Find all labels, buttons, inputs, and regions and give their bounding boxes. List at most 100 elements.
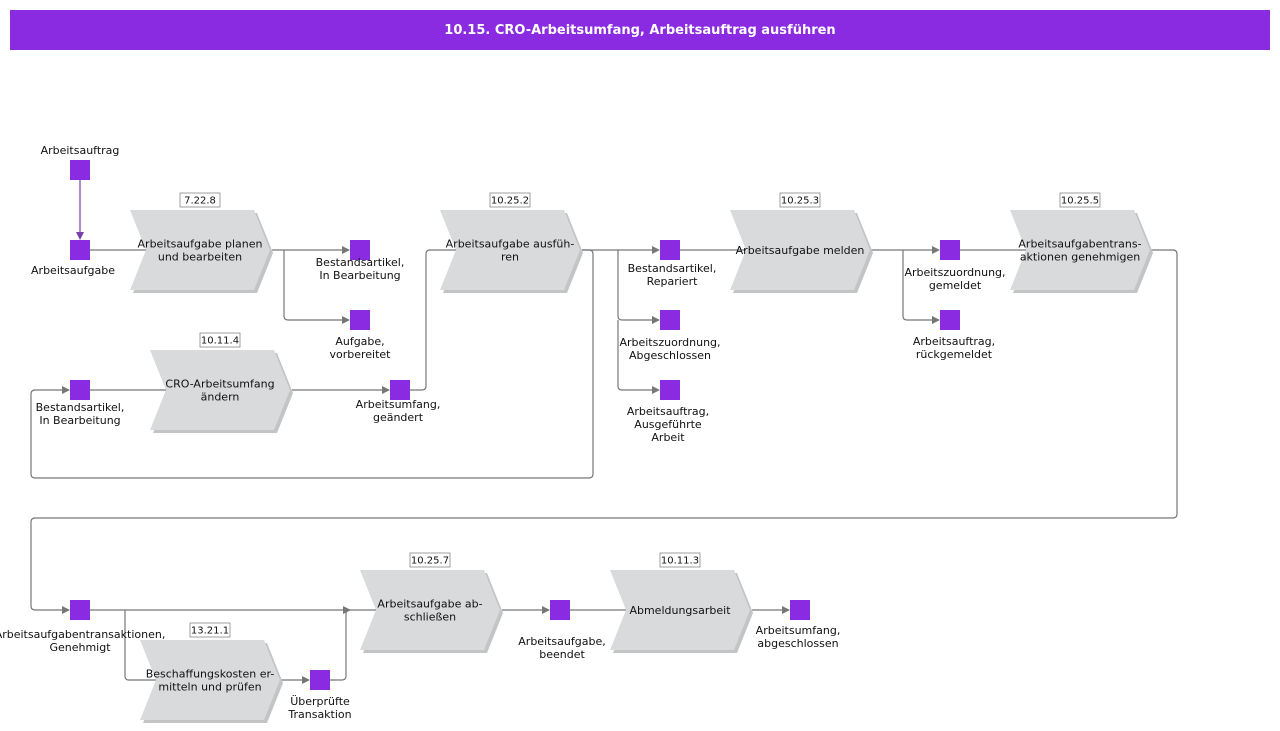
process-label: Arbeitsaufgabe planen bbox=[138, 238, 263, 251]
event-square bbox=[390, 380, 410, 400]
event-square bbox=[70, 380, 90, 400]
process-ref: 10.11.4 bbox=[201, 336, 239, 347]
event-square bbox=[660, 380, 680, 400]
diagram-title: 10.15. CRO-Arbeitsumfang, Arbeitsauftrag… bbox=[10, 10, 1270, 50]
event-label: Bestandsartikel, bbox=[316, 256, 405, 269]
event-label: Arbeitsaufgabe bbox=[31, 264, 115, 277]
process-label: CRO-Arbeitsumfang bbox=[165, 378, 274, 391]
event-square bbox=[70, 240, 90, 260]
process-10-25-7[interactable]: Arbeitsaufgabe ab-schließen 10.25.7 bbox=[360, 552, 503, 653]
event-label: vorbereitet bbox=[329, 348, 391, 361]
event-square bbox=[350, 310, 370, 330]
flow-connector bbox=[124, 610, 165, 684]
process-label: mitteln und prüfen bbox=[158, 681, 261, 694]
event-label: Arbeit bbox=[651, 431, 685, 444]
event-label: geändert bbox=[373, 411, 424, 424]
event-e6[interactable]: Bestandsartikel,Repariert bbox=[628, 240, 717, 288]
process-label: Arbeitsaufgabentrans- bbox=[1018, 238, 1141, 251]
event-label: Transaktion bbox=[287, 708, 351, 721]
event-label: Genehmigt bbox=[49, 641, 111, 654]
event-label: Repariert bbox=[647, 275, 699, 288]
process-shape bbox=[1010, 210, 1150, 290]
event-square bbox=[790, 600, 810, 620]
process-ref-tag bbox=[779, 192, 821, 208]
event-square bbox=[310, 670, 330, 690]
process-ref-tag bbox=[409, 552, 451, 568]
event-label: abgeschlossen bbox=[757, 637, 838, 650]
event-e11[interactable]: Arbeitsaufgabentransaktionen,Genehmigt bbox=[0, 600, 165, 654]
event-label: Arbeitsaufgabentransaktionen, bbox=[0, 628, 165, 641]
event-square bbox=[940, 310, 960, 330]
process-ref: 10.25.2 bbox=[491, 196, 529, 207]
event-e2[interactable]: Bestandsartikel,In Bearbeitung bbox=[316, 240, 405, 282]
process-10-25-3[interactable]: Arbeitsaufgabe melden 10.25.3 bbox=[730, 192, 873, 293]
process-ref-tag bbox=[1059, 192, 1101, 208]
event-label: Arbeitsauftrag bbox=[41, 144, 120, 157]
process-ref: 13.21.1 bbox=[191, 626, 229, 637]
event-label: In Bearbeitung bbox=[319, 269, 400, 282]
event-e3[interactable]: Aufgabe,vorbereitet bbox=[329, 310, 391, 361]
connector-layer bbox=[30, 180, 1178, 684]
event-label: Ausgeführte bbox=[634, 418, 702, 431]
process-label: Arbeitsaufgabe ab- bbox=[377, 598, 482, 611]
process-shape bbox=[140, 640, 280, 720]
event-label: Arbeitsauftrag, bbox=[913, 335, 995, 348]
process-ref: 10.25.5 bbox=[1061, 196, 1099, 207]
event-e7[interactable]: Arbeitszuordnung,Abgeschlossen bbox=[619, 310, 721, 362]
process-label: und bearbeiten bbox=[158, 251, 242, 264]
event-label: Arbeitsauftrag, bbox=[627, 405, 709, 418]
event-label: Überprüfte bbox=[290, 695, 350, 708]
flow-connector bbox=[617, 250, 660, 324]
process-label: schließen bbox=[404, 611, 456, 624]
event-e1[interactable]: Arbeitsaufgabe bbox=[31, 240, 115, 277]
event-label: Bestandsartikel, bbox=[36, 401, 125, 414]
process-ref-tag bbox=[179, 192, 221, 208]
event-label: Arbeitsaufgabe, bbox=[518, 635, 605, 648]
process-label: Arbeitsaufgabe melden bbox=[736, 244, 865, 257]
event-e13[interactable]: Arbeitsaufgabe,beendet bbox=[518, 600, 606, 661]
process-13-21-1[interactable]: Beschaffungskosten er-mitteln und prüfen… bbox=[140, 622, 283, 723]
process-shape bbox=[440, 210, 580, 290]
event-e10[interactable]: Arbeitsauftrag,rückgemeldet bbox=[913, 310, 995, 361]
event-square bbox=[70, 160, 90, 180]
process-10-25-5[interactable]: Arbeitsaufgabentrans-aktionen genehmigen… bbox=[1010, 192, 1153, 293]
event-e0[interactable]: Arbeitsauftrag bbox=[41, 144, 120, 180]
row-wrap-connector bbox=[30, 249, 1178, 614]
process-ref: 10.25.7 bbox=[411, 556, 449, 567]
event-layer: ArbeitsauftragArbeitsaufgabeBestandsarti… bbox=[0, 144, 1006, 721]
process-ref-tag bbox=[489, 192, 531, 208]
event-e4[interactable]: Bestandsartikel,In Bearbeitung bbox=[36, 380, 125, 427]
process-ref-tag bbox=[659, 552, 701, 568]
process-ref-tag bbox=[189, 622, 231, 638]
process-shape bbox=[130, 210, 270, 290]
event-label: Arbeitsumfang, bbox=[356, 398, 441, 411]
event-label: rückgemeldet bbox=[916, 348, 993, 361]
process-ref: 10.25.3 bbox=[781, 196, 819, 207]
process-ref: 7.22.8 bbox=[184, 196, 216, 207]
event-label: Aufgabe, bbox=[335, 335, 384, 348]
loop-back-connector bbox=[30, 249, 594, 479]
event-label: beendet bbox=[539, 648, 585, 661]
flow-connector bbox=[410, 246, 465, 391]
event-label: Abgeschlossen bbox=[629, 349, 711, 362]
flow-connector bbox=[283, 250, 350, 324]
event-label: Arbeitsumfang, bbox=[756, 624, 841, 637]
process-label: aktionen genehmigen bbox=[1020, 251, 1140, 264]
process-ref-tag bbox=[199, 332, 241, 348]
event-e14[interactable]: Arbeitsumfang,abgeschlossen bbox=[756, 600, 841, 650]
process-shape bbox=[360, 570, 500, 650]
event-square bbox=[70, 600, 90, 620]
event-square bbox=[660, 310, 680, 330]
flow-connector bbox=[330, 606, 351, 681]
event-square bbox=[350, 240, 370, 260]
event-e5[interactable]: Arbeitsumfang,geändert bbox=[356, 380, 441, 424]
event-e9[interactable]: Arbeitszuordnung,gemeldet bbox=[904, 240, 1006, 292]
